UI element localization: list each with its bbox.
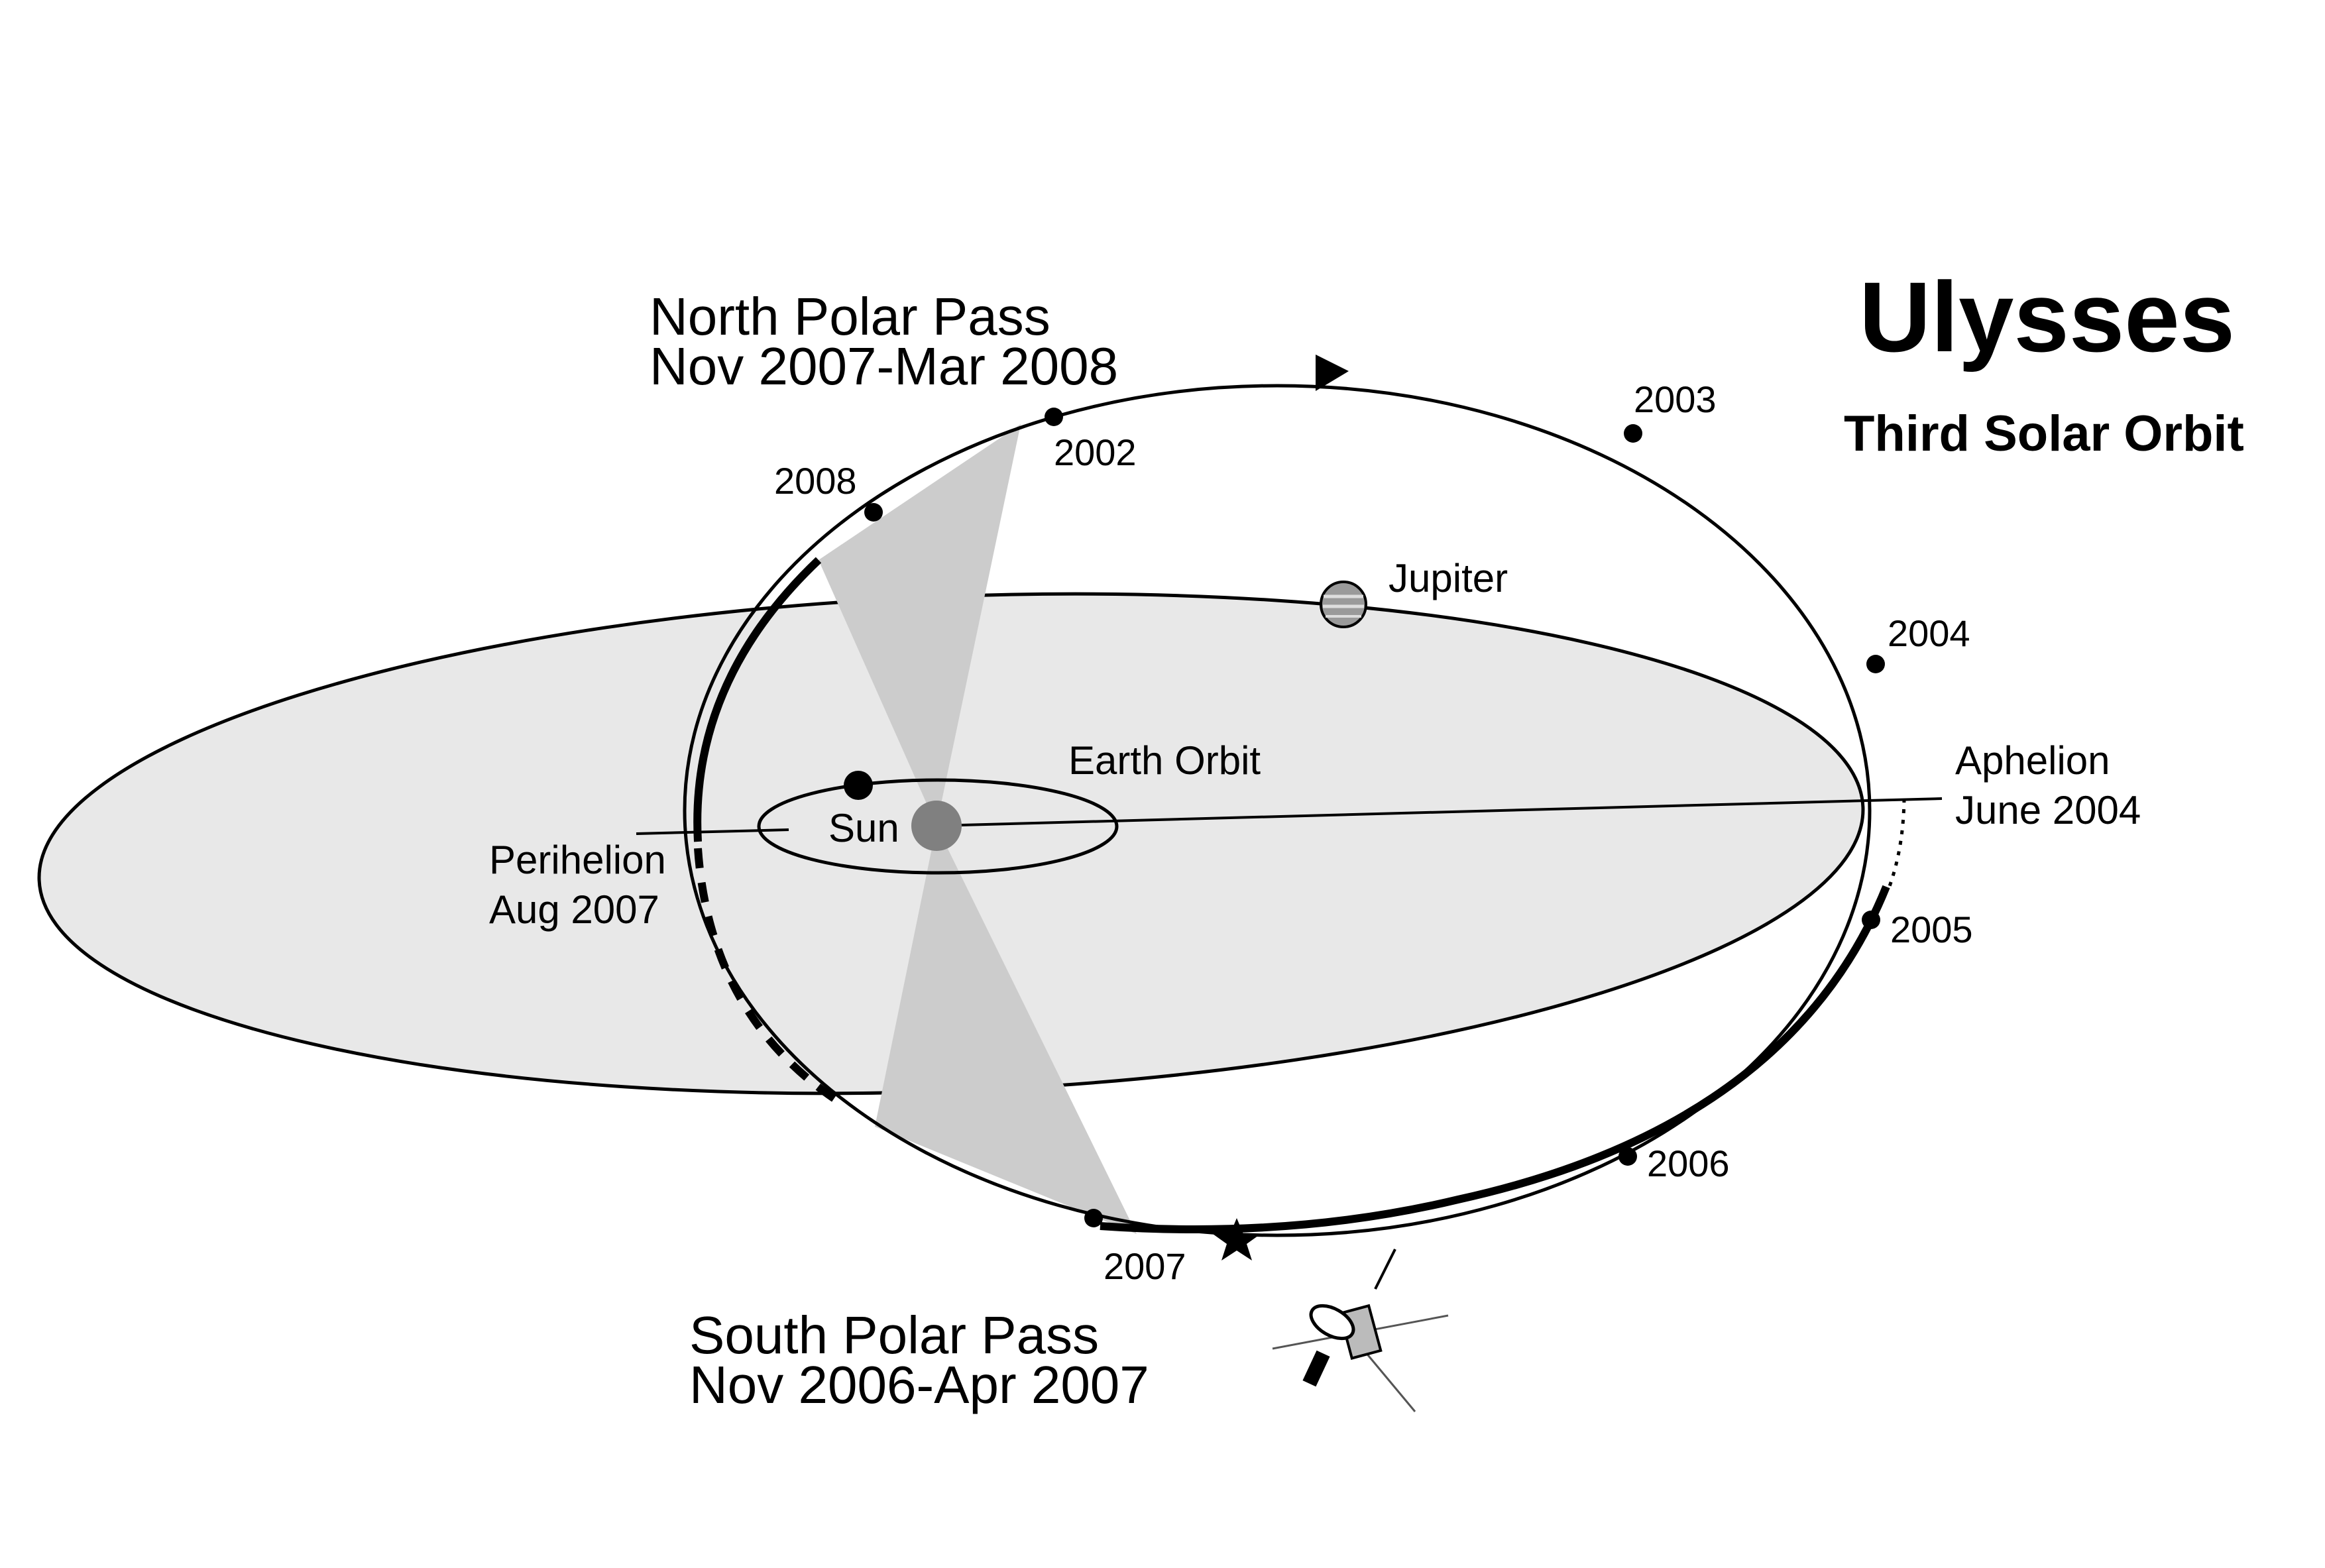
year-label-2006: 2006: [1647, 1143, 1730, 1184]
south-polar-cone: [875, 826, 1137, 1234]
spacecraft-icon: [1272, 1249, 1449, 1412]
year-label-2002: 2002: [1054, 431, 1137, 473]
year-dot-2005: [1862, 911, 1880, 929]
jupiter-icon: [1320, 581, 1367, 628]
direction-arrow-icon: [1316, 355, 1349, 391]
north-pass-dates: Nov 2007-Mar 2008: [650, 337, 1118, 396]
perihelion-line: [636, 828, 789, 835]
perihelion-date-label: Aug 2007: [489, 887, 659, 932]
year-label-2007: 2007: [1104, 1245, 1186, 1287]
jupiter-label: Jupiter: [1389, 556, 1508, 600]
north-polar-cone: [819, 424, 1021, 826]
year-dot-2006: [1618, 1147, 1637, 1166]
star-icon: [1213, 1218, 1261, 1260]
orbit-thick-segment-north: [693, 557, 822, 842]
south-pass-title: South Polar Pass: [689, 1306, 1099, 1365]
earth: [844, 771, 873, 800]
aphelion-label: Aphelion: [1955, 738, 2110, 783]
year-dot-2002: [1045, 408, 1063, 426]
earth-orbit-label: Earth Orbit: [1068, 738, 1261, 783]
orbit-dashed-segment: [694, 848, 839, 1103]
orbit-dotted-segment: [1887, 798, 1906, 889]
year-dot-2004: [1866, 655, 1885, 673]
sun: [911, 801, 962, 851]
diagram-subtitle: Third Solar Orbit: [1844, 406, 2244, 462]
year-dot-2007: [1084, 1209, 1103, 1227]
year-dot-2008: [864, 503, 883, 522]
diagram-title: Ulysses: [1859, 261, 2235, 372]
south-pass-dates: Nov 2006-Apr 2007: [689, 1355, 1149, 1414]
year-dot-2003: [1624, 424, 1642, 443]
year-label-2008: 2008: [774, 460, 857, 502]
sun-label: Sun: [828, 806, 899, 850]
year-label-2005: 2005: [1890, 909, 1973, 950]
aphelion-date-label: June 2004: [1955, 788, 2141, 832]
ulysses-orbit: [683, 384, 1872, 1237]
earth-orbit: [757, 778, 1119, 875]
north-pass-title: North Polar Pass: [650, 287, 1050, 346]
perihelion-label: Perihelion: [489, 838, 666, 882]
apse-line: [936, 797, 1943, 827]
year-label-2004: 2004: [1888, 612, 1970, 654]
year-label-2003: 2003: [1634, 378, 1717, 420]
